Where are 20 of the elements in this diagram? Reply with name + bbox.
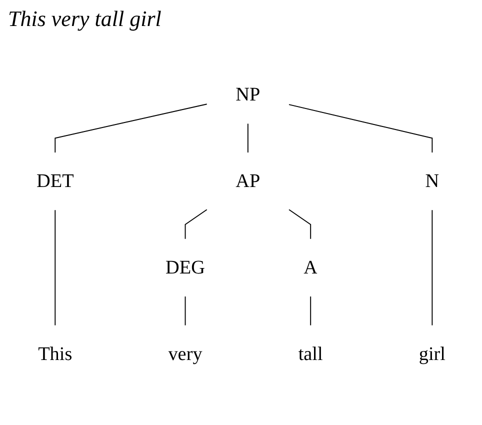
connector (184, 296, 186, 326)
node-text: N (425, 170, 440, 192)
connector (288, 209, 312, 240)
title: This very tall girl (8, 6, 162, 32)
node-text: This (38, 344, 72, 365)
connector (54, 104, 208, 153)
node-text: DEG (166, 257, 206, 278)
node-text: DET (36, 170, 74, 192)
node-text: very (168, 344, 202, 365)
connector (247, 123, 248, 153)
node-text: NP (236, 84, 260, 106)
node-text: A (304, 257, 318, 278)
connector (310, 296, 312, 326)
node-text: AP (236, 170, 260, 192)
node-text: tall (298, 344, 323, 365)
connector (54, 210, 56, 326)
connector (184, 209, 208, 240)
node-text: girl (418, 344, 446, 365)
connector (432, 210, 433, 326)
connector (288, 104, 433, 153)
